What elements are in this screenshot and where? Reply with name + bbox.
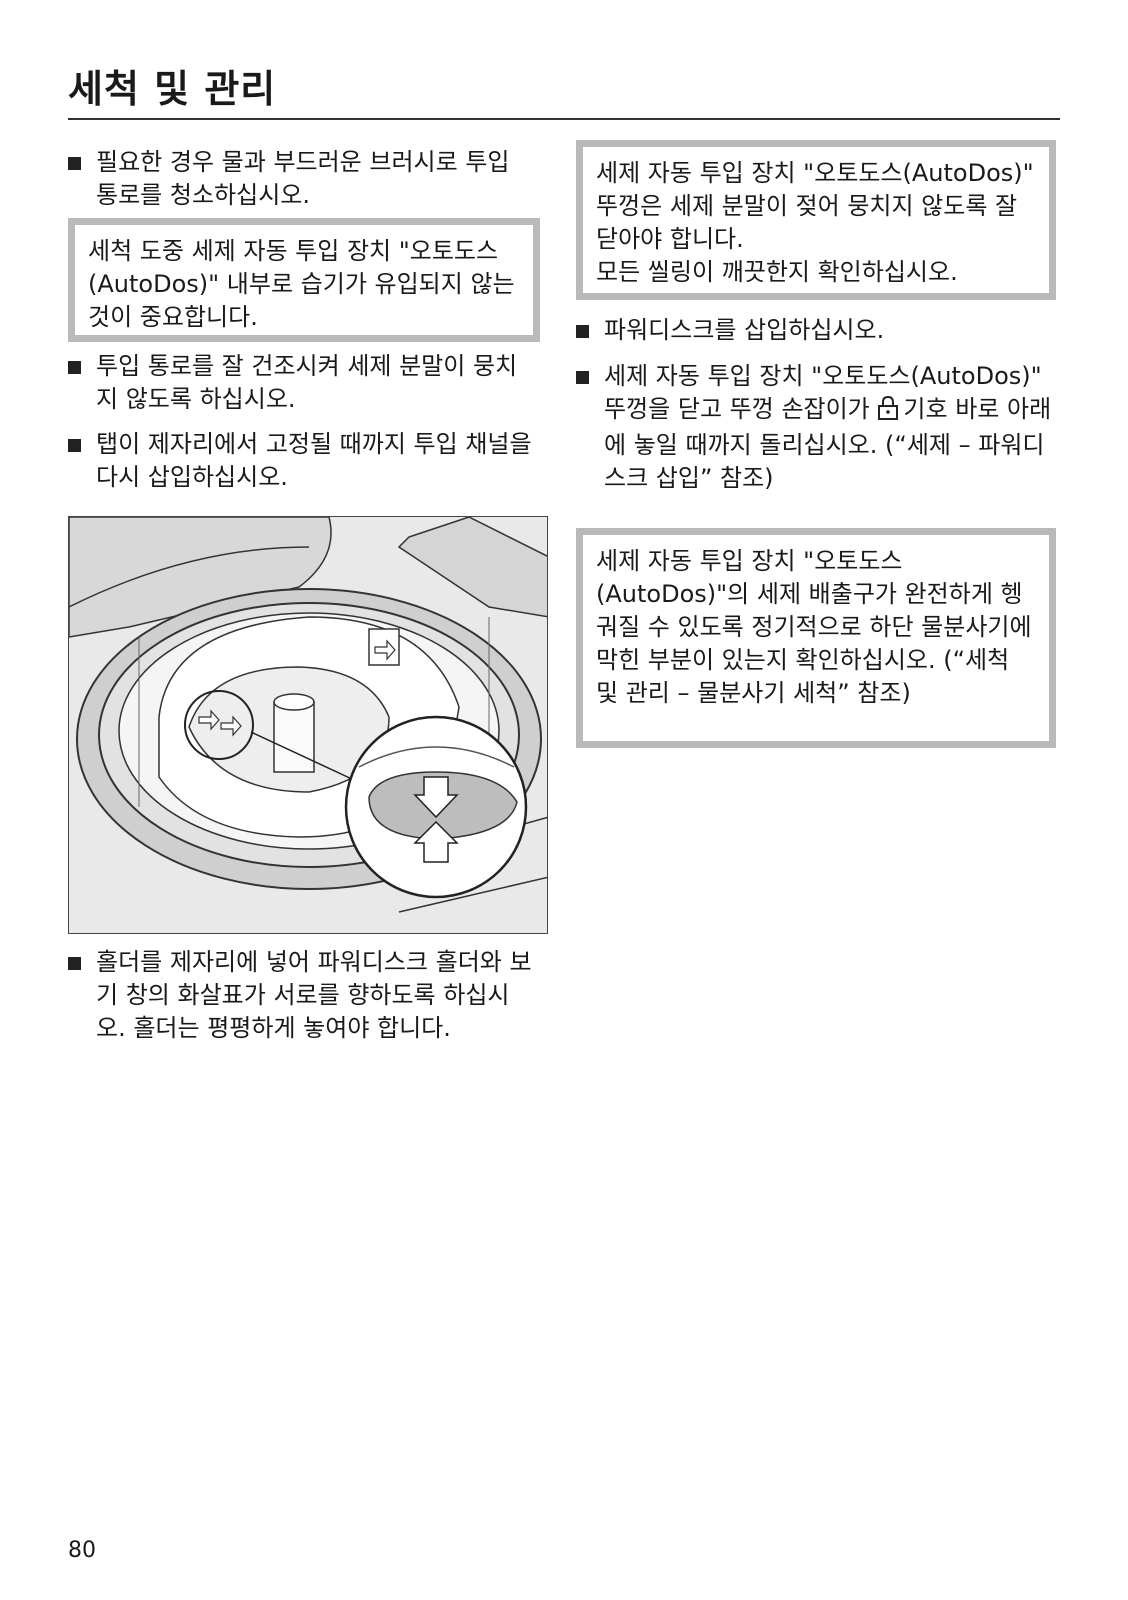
lock-icon <box>877 395 899 429</box>
instruction-text-cont: 기호 바로 아래에 놓일 때까지 돌리십시오. (“세제 – 파워디스크 삽입”… <box>604 395 1052 492</box>
bullet-square-icon <box>68 439 81 452</box>
bullet-square-icon <box>68 957 81 970</box>
bullet-square-icon <box>68 361 81 374</box>
page-title: 세척 및 관리 <box>68 67 277 111</box>
instruction-text-block: 세제 자동 투입 장치 "오토도스(AutoDos)" 뚜껑을 닫고 뚜껑 손잡… <box>604 360 1052 495</box>
bullet-square-icon <box>68 157 81 170</box>
note-text: 세제 자동 투입 장치 "오토도스(AutoDos)" 뚜껑은 세제 분말이 젖… <box>596 159 1034 253</box>
note-text: 세척 도중 세제 자동 투입 장치 "오토도스(AutoDos)" 내부로 습기… <box>88 237 515 331</box>
instruction-text: 세제 자동 투입 장치 "오토도스(AutoDos)" 뚜껑을 닫고 뚜껑 손잡… <box>604 362 1042 423</box>
autodos-drawing <box>69 517 547 933</box>
warning-note-moisture: 세척 도중 세제 자동 투입 장치 "오토도스(AutoDos)" 내부로 습기… <box>68 218 540 342</box>
instruction-text: 탭이 제자리에서 고정될 때까지 투입 채널을 다시 삽입하십시오. <box>96 430 532 491</box>
title-divider <box>68 118 1060 120</box>
instruction-text: 파워디스크를 삽입하십시오. <box>604 316 885 344</box>
instruction-text: 홀더를 제자리에 넣어 파워디스크 홀더와 보기 창의 화살표가 서로를 향하도… <box>96 948 532 1042</box>
note-check-spray-arm: 세제 자동 투입 장치 "오토도스(AutoDos)"의 세제 배출구가 완전하… <box>576 528 1056 748</box>
instruction-text: 필요한 경우 물과 부드러운 브러시로 투입 통로를 청소하십시오. <box>96 148 510 209</box>
instruction-text: 투입 통로를 잘 건조시켜 세제 분말이 뭉치지 않도록 하십시오. <box>96 352 518 413</box>
bullet-square-icon <box>576 325 589 338</box>
note-text-seals: 모든 씰링이 깨끗한지 확인하십시오. <box>596 258 958 286</box>
note-text: 세제 자동 투입 장치 "오토도스(AutoDos)"의 세제 배출구가 완전하… <box>596 547 1032 707</box>
bullet-square-icon <box>576 371 589 384</box>
note-lid-closure: 세제 자동 투입 장치 "오토도스(AutoDos)" 뚜껑은 세제 분말이 젖… <box>576 140 1056 300</box>
page-number: 80 <box>68 1538 96 1563</box>
autodos-illustration <box>68 516 548 934</box>
